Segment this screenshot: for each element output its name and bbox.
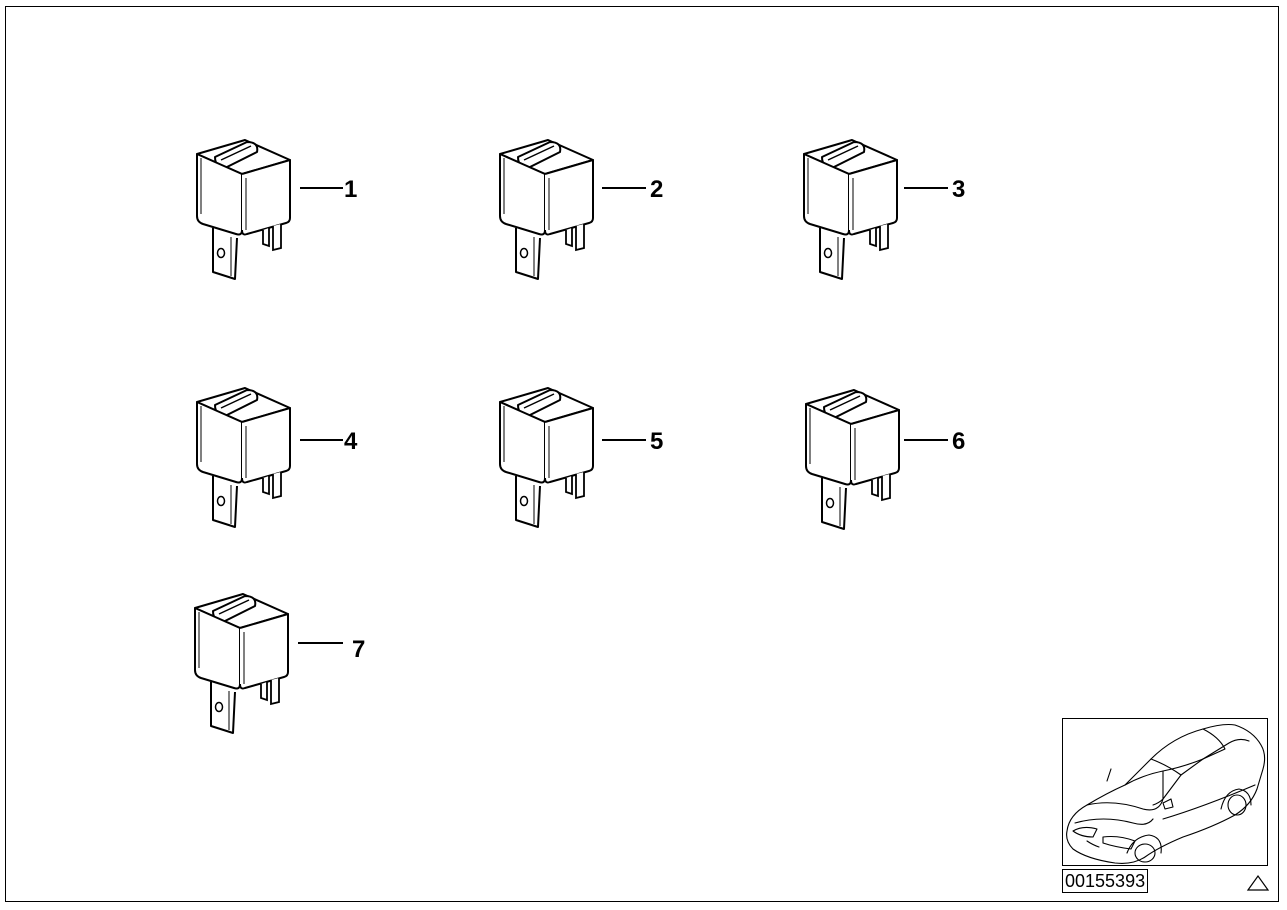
part-label[interactable]: 1: [344, 176, 357, 203]
relay-part-3: 3: [803, 139, 965, 280]
relay-icon: [499, 387, 594, 528]
car-thumbnail[interactable]: [1062, 718, 1268, 866]
relay-part-2: 2: [499, 139, 663, 280]
relay-icon: [196, 139, 291, 280]
part-label[interactable]: 3: [952, 176, 965, 203]
warning-triangle-icon[interactable]: [1246, 874, 1270, 892]
relay-part-6: 6: [805, 389, 965, 530]
relay-part-5: 5: [499, 387, 663, 528]
relay-icon: [805, 389, 900, 530]
document-id: 00155393: [1062, 869, 1149, 893]
relay-part-4: 4: [196, 387, 358, 528]
relay-icon: [194, 593, 289, 734]
part-label[interactable]: 4: [344, 428, 358, 455]
relay-icon: [499, 139, 594, 280]
part-label[interactable]: 2: [650, 176, 663, 203]
car-thumbnail-icon: [1066, 723, 1266, 864]
part-label[interactable]: 5: [650, 428, 663, 455]
part-label[interactable]: 7: [352, 636, 365, 663]
relay-icon: [196, 387, 291, 528]
relay-part-7: 7: [194, 593, 365, 734]
relay-icon: [803, 139, 898, 280]
part-label[interactable]: 6: [952, 428, 965, 455]
relay-part-1: 1: [196, 139, 357, 280]
diagram-frame: [5, 6, 1279, 902]
